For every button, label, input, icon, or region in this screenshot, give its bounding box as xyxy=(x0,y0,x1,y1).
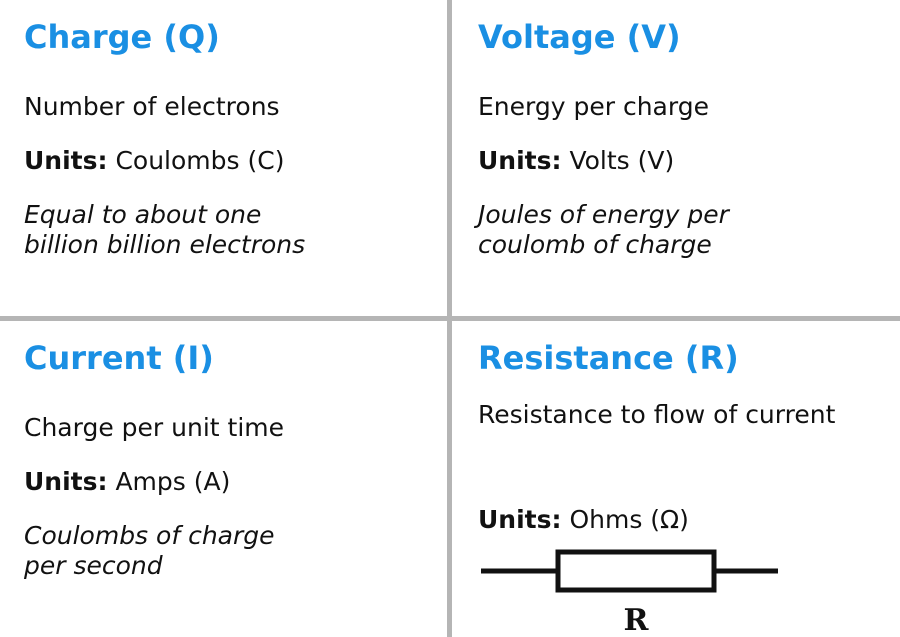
charge-description: Number of electrons xyxy=(24,92,280,121)
charge-card: Charge (Q) Number of electrons Units: Co… xyxy=(24,0,434,316)
resistance-units-value: Ohms (Ω) xyxy=(569,505,689,534)
current-units-value: Amps (A) xyxy=(115,467,231,496)
current-units-label: Units: xyxy=(24,467,108,496)
current-description: Charge per unit time xyxy=(24,413,284,442)
voltage-card: Voltage (V) Energy per charge Units: Vol… xyxy=(478,0,888,316)
voltage-description: Energy per charge xyxy=(478,92,709,121)
voltage-units-value: Volts (V) xyxy=(569,146,675,175)
charge-units: Units: Coulombs (C) xyxy=(24,146,284,175)
charge-note-line1: Equal to about one xyxy=(24,200,262,229)
voltage-units-label: Units: xyxy=(478,146,562,175)
voltage-note-line1: Joules of energy per xyxy=(478,200,729,229)
resistance-units-label: Units: xyxy=(478,505,562,534)
resistor-body xyxy=(555,549,717,593)
resistance-card: Resistance (R) Resistance to flow of cur… xyxy=(478,321,888,637)
charge-note: Equal to about one billion billion elect… xyxy=(24,200,305,260)
resistor-symbol-icon: R xyxy=(481,549,778,637)
voltage-note: Joules of energy per coulomb of charge xyxy=(478,200,729,260)
current-note-line2: per second xyxy=(24,551,163,580)
horizontal-divider xyxy=(0,316,900,321)
current-note-line1: Coulombs of charge xyxy=(24,521,275,550)
resistance-title: Resistance (R) xyxy=(478,339,739,377)
resistance-description: Resistance to flow of current xyxy=(478,400,836,429)
voltage-title: Voltage (V) xyxy=(478,18,681,56)
voltage-units: Units: Volts (V) xyxy=(478,146,674,175)
charge-note-line2: billion billion electrons xyxy=(24,230,306,259)
current-title: Current (I) xyxy=(24,339,214,377)
charge-title: Charge (Q) xyxy=(24,18,220,56)
current-units: Units: Amps (A) xyxy=(24,467,230,496)
current-note: Coulombs of charge per second xyxy=(24,521,275,581)
voltage-note-line2: coulomb of charge xyxy=(478,230,712,259)
charge-units-label: Units: xyxy=(24,146,108,175)
resistance-units: Units: Ohms (Ω) xyxy=(478,505,689,534)
resistor-symbol-label: R xyxy=(624,603,650,637)
charge-units-value: Coulombs (C) xyxy=(115,146,285,175)
current-card: Current (I) Charge per unit time Units: … xyxy=(24,321,434,637)
